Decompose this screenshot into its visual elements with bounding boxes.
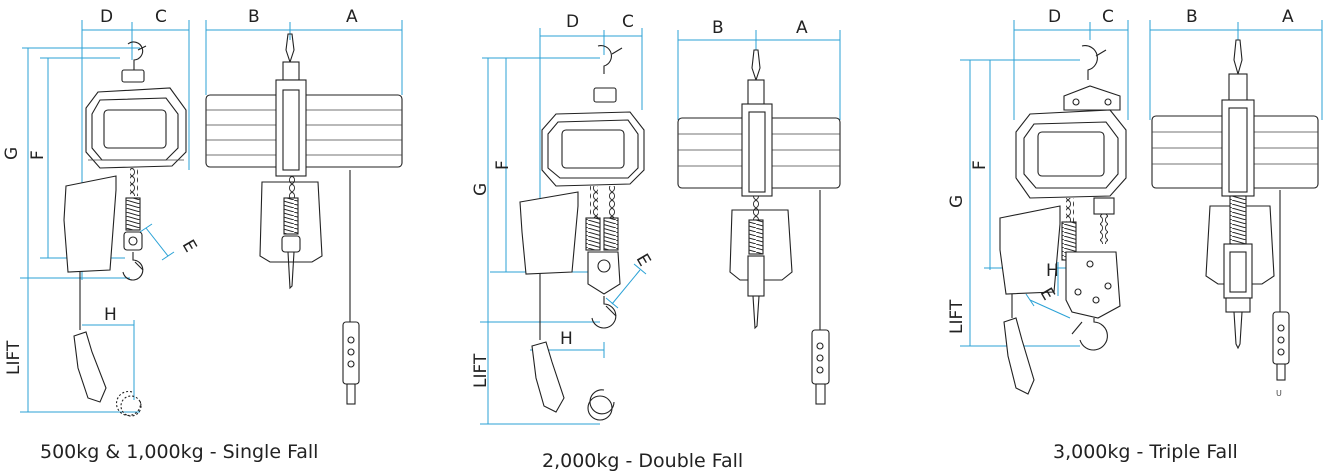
dim-f-label: F bbox=[28, 150, 48, 160]
dim-f-label: F bbox=[970, 160, 990, 170]
dim-a-label: A bbox=[1282, 7, 1294, 27]
dim-b-label: B bbox=[712, 18, 724, 38]
dim-h-label: H bbox=[104, 305, 117, 325]
dim-b-label: B bbox=[248, 7, 260, 27]
dim-d-label: D bbox=[1048, 7, 1061, 27]
single-fall-side-view bbox=[20, 20, 190, 417]
dim-g-label: G bbox=[2, 147, 22, 160]
dim-c-label: C bbox=[1102, 7, 1114, 27]
dim-b-label: B bbox=[1186, 7, 1198, 27]
triple-fall-side-view bbox=[960, 20, 1129, 395]
dim-c-label: C bbox=[622, 12, 634, 32]
dim-lift-label: LIFT bbox=[947, 299, 967, 334]
pendant-mark: U bbox=[1276, 389, 1282, 398]
dim-lift-label: LIFT bbox=[471, 353, 491, 388]
dim-a-label: A bbox=[796, 18, 808, 38]
caption-triple-fall: 3,000kg - Triple Fall bbox=[1053, 441, 1238, 463]
dim-lift-label: LIFT bbox=[4, 340, 24, 375]
dim-d-label: D bbox=[566, 12, 579, 32]
single-fall-front-view bbox=[205, 20, 403, 405]
dim-d-label: D bbox=[100, 7, 113, 27]
dim-c-label: C bbox=[155, 7, 167, 27]
dim-h-label: H bbox=[560, 329, 573, 349]
double-fall-side-view bbox=[480, 28, 647, 425]
dim-f-label: F bbox=[493, 160, 513, 170]
caption-single-fall: 500kg & 1,000kg - Single Fall bbox=[40, 441, 319, 463]
dim-g-label: G bbox=[471, 183, 491, 196]
dim-h-label: H bbox=[1046, 261, 1059, 281]
dim-g-label: G bbox=[947, 195, 967, 208]
single-fall-dimension-labels: D C B A E H G F LIFT bbox=[2, 7, 358, 375]
dim-e-label: E bbox=[178, 237, 201, 256]
dim-a-label: A bbox=[346, 7, 358, 27]
double-fall-front-view bbox=[677, 30, 841, 405]
dim-e-label: E bbox=[632, 251, 655, 270]
triple-fall-front-view: U bbox=[1149, 20, 1323, 398]
caption-double-fall: 2,000kg - Double Fall bbox=[542, 450, 744, 472]
